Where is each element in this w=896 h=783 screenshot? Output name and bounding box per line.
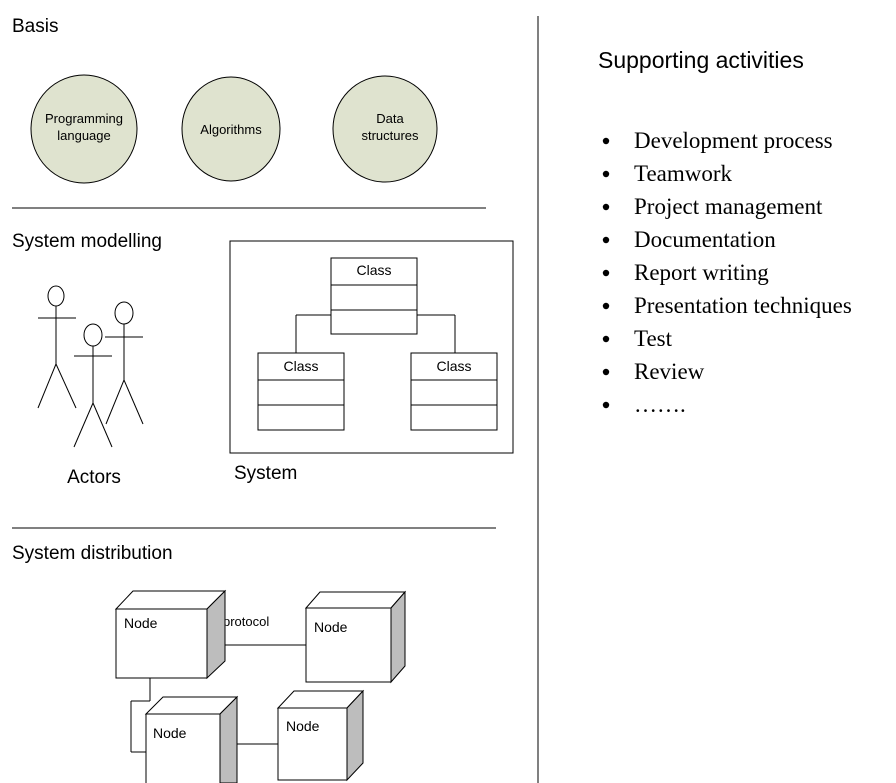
list-item: Report writing	[602, 260, 769, 285]
class-name: Class	[356, 262, 391, 278]
node-label: Node	[124, 615, 158, 631]
node-b: Node	[304, 590, 407, 684]
list-item: Review	[602, 359, 705, 384]
node-a: Node	[114, 589, 227, 680]
actors-label: Actors	[67, 467, 121, 488]
basis-circle-algorithms: Algorithms	[181, 76, 281, 182]
list-item: Documentation	[602, 227, 776, 252]
bullet-icon	[602, 401, 610, 409]
list-item: Presentation techniques	[602, 293, 852, 318]
class-box-top: Class	[330, 257, 418, 335]
circle-label-line2: language	[57, 128, 111, 143]
svg-text:Development process: Development process	[634, 128, 833, 153]
node-label: Node	[153, 725, 187, 741]
actor-figure-3	[73, 323, 113, 448]
bullet-icon	[602, 302, 610, 310]
class-name: Class	[283, 358, 318, 374]
svg-text:Report writing: Report writing	[634, 260, 769, 285]
supporting-heading: Supporting activities	[598, 47, 804, 73]
list-item: Test	[602, 326, 673, 351]
svg-text:Teamwork: Teamwork	[634, 161, 733, 186]
list-item: Development process	[602, 128, 833, 153]
class-box-right: Class	[410, 352, 498, 431]
protocol-label: protocol	[223, 614, 269, 629]
svg-text:Documentation: Documentation	[634, 227, 776, 252]
bullet-icon	[602, 137, 610, 145]
bullet-icon	[602, 170, 610, 178]
circle-label-line2: structures	[361, 128, 419, 143]
svg-text:Project management: Project management	[634, 194, 823, 219]
basis-circle-data-structures: Data structures	[332, 75, 438, 183]
svg-text:Presentation techniques: Presentation techniques	[634, 293, 852, 318]
node-label: Node	[314, 619, 348, 635]
node-d: Node	[144, 695, 239, 783]
svg-text:Review: Review	[634, 359, 705, 384]
class-connectors	[295, 314, 456, 353]
svg-text:Test: Test	[634, 326, 673, 351]
list-item: Project management	[602, 194, 823, 219]
list-item: Teamwork	[602, 161, 733, 186]
distribution-heading: System distribution	[12, 543, 173, 564]
list-item: …….	[602, 392, 686, 417]
bullet-icon	[602, 269, 610, 277]
supporting-list: Development process Teamwork Project man…	[602, 128, 852, 417]
modelling-heading: System modelling	[12, 231, 162, 252]
class-name: Class	[436, 358, 471, 374]
node-c: Node	[276, 689, 365, 782]
svg-text:…….: …….	[634, 392, 686, 417]
node-label: Node	[286, 718, 320, 734]
class-box-left: Class	[257, 352, 345, 431]
bullet-icon	[602, 335, 610, 343]
bullet-icon	[602, 368, 610, 376]
circle-label-line1: Programming	[45, 111, 123, 126]
basis-circle-programming-language: Programming language	[30, 74, 138, 184]
actor-figure-2	[105, 301, 144, 425]
actor-figure-1	[37, 285, 77, 409]
bullet-icon	[602, 236, 610, 244]
circle-label-line1: Data	[376, 111, 404, 126]
circle-label-line1: Algorithms	[200, 122, 262, 137]
basis-heading: Basis	[12, 16, 58, 37]
system-label: System	[234, 463, 297, 484]
bullet-icon	[602, 203, 610, 211]
